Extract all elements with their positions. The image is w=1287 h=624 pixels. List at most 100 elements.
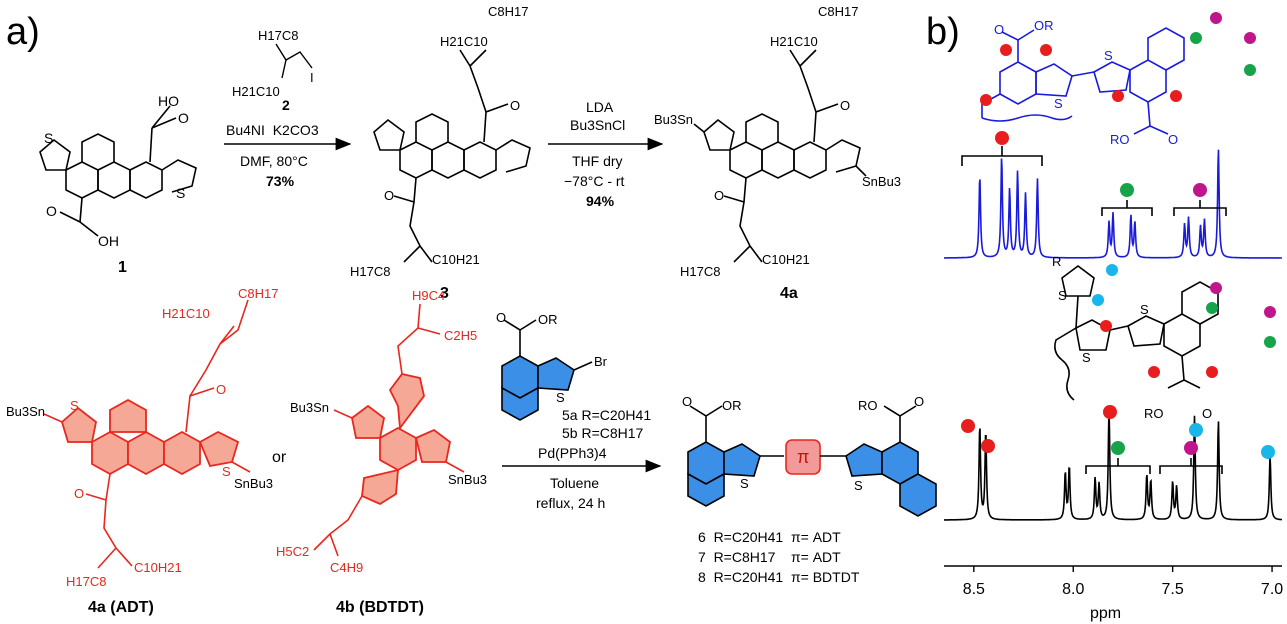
- compound-4a-adt-structure: [60, 398, 240, 476]
- step1-yield: 73%: [266, 173, 295, 189]
- compound-3-chain-bot-l: H17C8: [350, 264, 390, 279]
- product-6: 6 R=C20H41 π= ADT: [698, 529, 841, 545]
- top-or: OR: [1034, 18, 1054, 33]
- compound-1-label: 1: [118, 259, 127, 276]
- x-axis-tick-label: 7.0: [1261, 581, 1283, 598]
- product-pi-box: [785, 439, 821, 475]
- top-s-2: S: [1104, 48, 1113, 63]
- bottom-s-2: S: [1082, 350, 1091, 365]
- dot-magenta: [1264, 306, 1276, 318]
- compound-4a-o-top: O: [840, 98, 850, 113]
- product-left-unit: [687, 441, 761, 507]
- step3-conditions: reflux, 24 h: [536, 495, 605, 511]
- adt-chain-bot-r: C10H21: [134, 560, 182, 575]
- compound-3-label: 3: [440, 285, 449, 302]
- dot-cyan: [1092, 294, 1104, 306]
- dot-red: [980, 94, 992, 106]
- black-bracket-dot-green: [1111, 441, 1125, 455]
- top-structure: [981, 27, 1185, 135]
- compound-3-chain-top-r: C8H17: [488, 4, 528, 19]
- dot-magenta: [1210, 282, 1222, 294]
- compound-4a-o-bottom: O: [714, 188, 724, 203]
- reagent-2-bottom: H21C10: [232, 84, 280, 99]
- dot-green: [1244, 64, 1256, 76]
- compound-3-chain-bot-r: C10H21: [432, 252, 480, 267]
- dot-red: [1148, 366, 1160, 378]
- compound-4a-bu3sn: Bu3Sn: [654, 112, 693, 127]
- compound-4a-adt-chains: [43, 299, 251, 569]
- product-s-right: S: [854, 478, 863, 493]
- product-or-left: OR: [722, 398, 742, 413]
- dot-red: [1100, 320, 1112, 332]
- compound-3-o-bottom: O: [384, 188, 394, 203]
- panel-b-label: b): [926, 11, 960, 53]
- reagent-5a: 5a R=C20H41: [562, 407, 651, 423]
- reagent-5-substituents: [503, 319, 593, 371]
- product-o-left: O: [682, 394, 692, 409]
- adt-o-bottom: O: [74, 486, 84, 501]
- black-peak-dot-red-2: [981, 439, 995, 453]
- or-label: or: [272, 449, 287, 466]
- step2-reagent2: Bu3SnCl: [570, 117, 625, 133]
- step1-reagents: Bu4NI K2CO3: [226, 122, 319, 138]
- black-peak-dot-red-3: [1103, 405, 1117, 419]
- dot-cyan: [1106, 264, 1118, 276]
- product-o-right: O: [914, 394, 924, 409]
- step2-temp: −78°C - rt: [564, 173, 625, 189]
- blue-bracket-dot-green: [1120, 183, 1134, 197]
- reagent-2-structure: [275, 43, 313, 79]
- x-axis-tick-label: 8.0: [1062, 581, 1084, 598]
- step1-conditions: DMF, 80°C: [240, 153, 308, 169]
- black-peak-dot-cyan-2: [1261, 445, 1275, 459]
- bottom-o: O: [1202, 406, 1212, 421]
- product-7: 7 R=C8H17 π= ADT: [698, 549, 841, 565]
- panel-a-label: a): [6, 11, 40, 53]
- bdtdt-name: 4b (BDTDT): [336, 599, 424, 616]
- reagent-5-or: OR: [538, 312, 558, 327]
- reagent-5-structure: [501, 355, 575, 421]
- adt-chain-top-l: H21C10: [162, 306, 210, 321]
- adt-name: 4a (ADT): [88, 599, 154, 616]
- product-right-ester: [883, 405, 917, 442]
- adt-s-right: S: [222, 464, 231, 479]
- bottom-proton-dots: [1092, 264, 1276, 378]
- black-peak-dot-cyan-1: [1189, 423, 1203, 437]
- adt-bu3sn: Bu3Sn: [6, 404, 45, 419]
- dot-red: [1040, 44, 1052, 56]
- compound-1-s-left: S: [44, 130, 53, 146]
- top-o-2: O: [1168, 132, 1178, 147]
- reagent-2-iodo: I: [310, 70, 314, 85]
- compound-1-s-right: S: [176, 185, 185, 201]
- compound-4b-bdtdt-chains: [313, 303, 465, 557]
- compound-3-o-top: O: [510, 98, 520, 113]
- reagent-2-label: 2: [282, 97, 290, 113]
- compound-4a-structure: [693, 49, 867, 263]
- compound-4a-chain-bot-l: H17C8: [680, 264, 720, 279]
- dot-green: [1206, 302, 1218, 314]
- step3-solvent: Toluene: [550, 475, 599, 491]
- adt-o-top: O: [216, 382, 226, 397]
- bdtdt-bu3sn: Bu3Sn: [290, 400, 329, 415]
- bottom-s-3: S: [1140, 302, 1149, 317]
- bottom-ro: RO: [1144, 406, 1164, 421]
- adt-chain-bot-l: H17C8: [66, 574, 106, 589]
- product-pi: π: [797, 447, 809, 467]
- bottom-structure: [1054, 265, 1219, 401]
- reagent-5-s: S: [556, 390, 565, 405]
- dot-red: [1000, 44, 1012, 56]
- spectrum-line-2: [944, 406, 1282, 521]
- compound-3-structure: [373, 49, 531, 263]
- dot-magenta: [1244, 32, 1256, 44]
- compound-3-chain-top-l: H21C10: [440, 34, 488, 49]
- compound-1-oh: OH: [98, 233, 119, 249]
- adt-chain-top-r: C8H17: [238, 286, 278, 301]
- compound-4a-snbu3: SnBu3: [862, 174, 901, 189]
- bdtdt-bot-2: C4H9: [330, 560, 363, 575]
- nmr-spectra: [944, 149, 1282, 521]
- spectrum-line-1: [944, 149, 1282, 259]
- compound-1-o-bottom: O: [46, 203, 57, 219]
- reagent-5-o: O: [496, 310, 506, 325]
- product-8: 8 R=C20H41 π= BDTDT: [698, 569, 860, 585]
- top-s-1: S: [1054, 96, 1063, 111]
